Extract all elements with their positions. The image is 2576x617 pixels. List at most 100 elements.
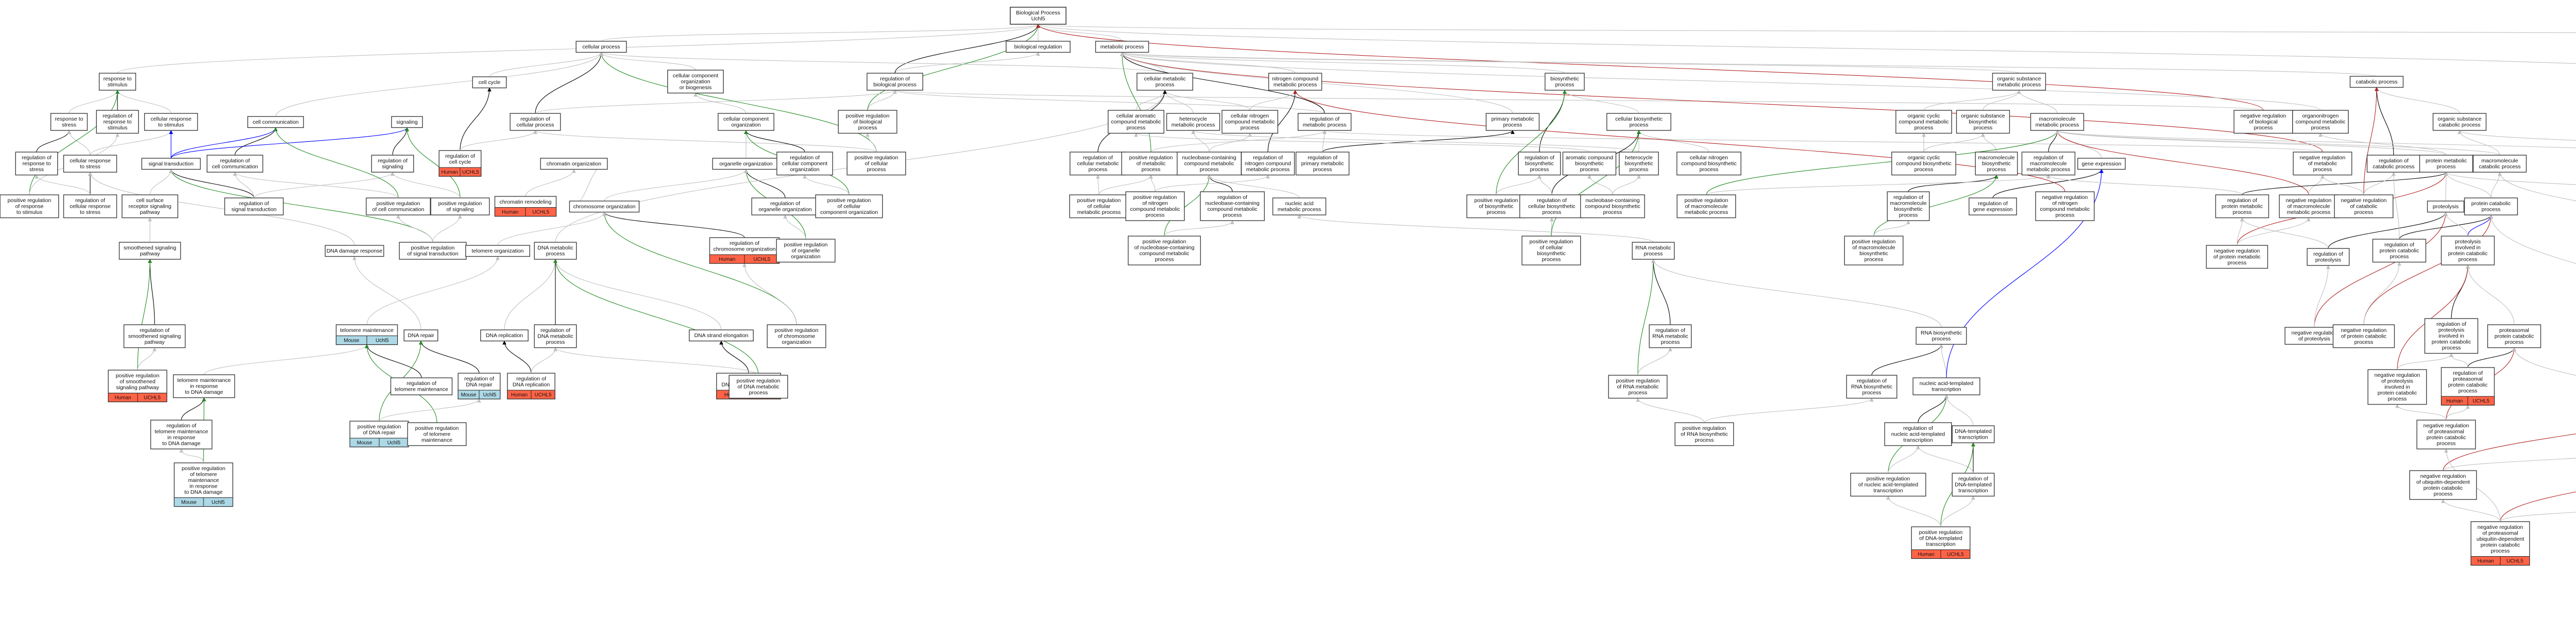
go-term-node-dnarepair[interactable]: DNA repair: [403, 329, 438, 342]
go-term-node-bioreg[interactable]: biological regulation: [1006, 41, 1071, 53]
go-term-node-dnadamage[interactable]: DNA damage response: [325, 245, 384, 257]
go-term-node-chromorg[interactable]: chromatin organization: [540, 158, 608, 170]
go-term-node-dnarep[interactable]: DNA replication: [480, 329, 529, 342]
go-term-node-cellcycle[interactable]: cell cycle: [472, 76, 507, 89]
go-term-node-telorg[interactable]: telomere organization: [465, 245, 530, 257]
go-term-node-geneexpr[interactable]: gene expression: [2077, 158, 2126, 170]
go-term-node-sigtrans[interactable]: signal transduction: [141, 158, 201, 170]
go-term-node-metproc[interactable]: metabolic process: [1095, 41, 1149, 53]
